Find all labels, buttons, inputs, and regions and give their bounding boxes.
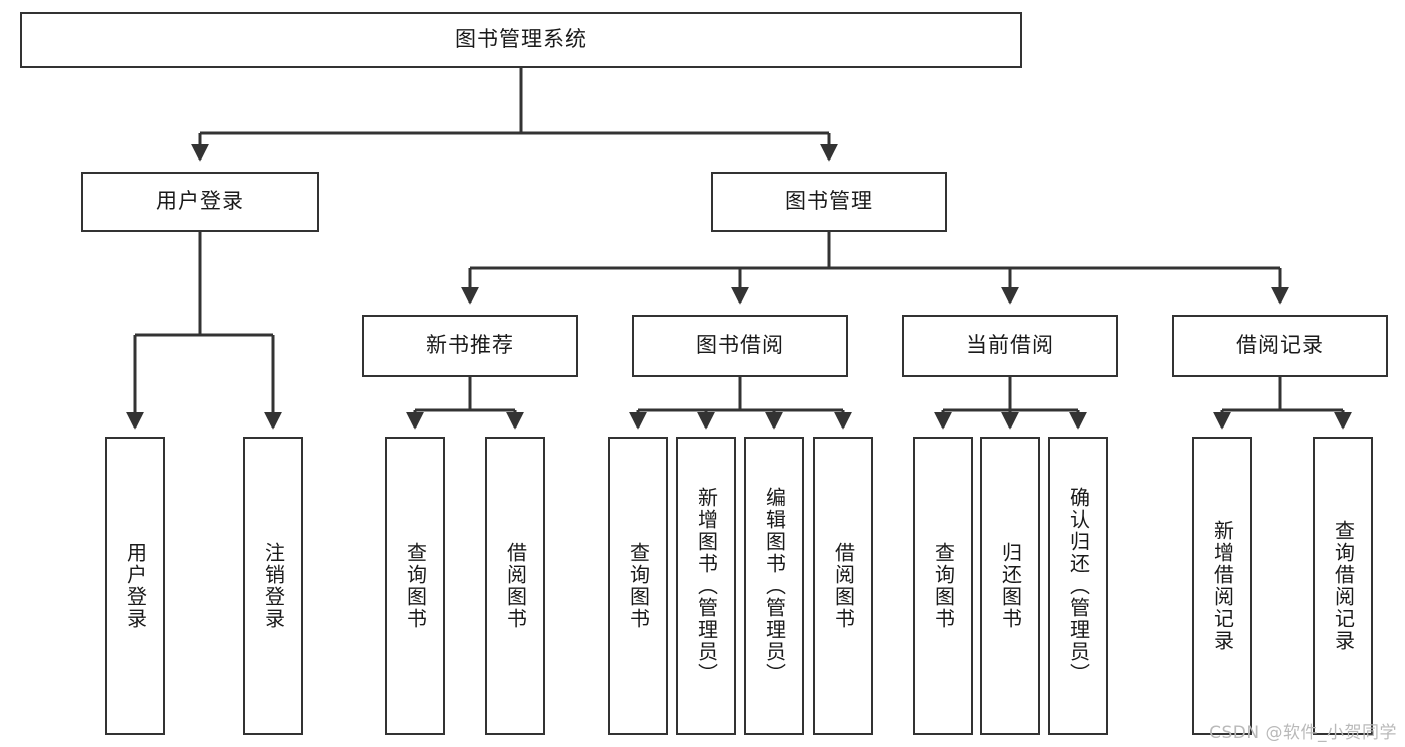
node-leaf-borrow-book-1-label: 借阅图书 (503, 542, 528, 630)
node-borrow-record-label: 借阅记录 (1236, 333, 1324, 358)
node-borrow-record[interactable]: 借阅记录 (1172, 315, 1388, 377)
node-leaf-add-record[interactable]: 新增借阅记录 (1192, 437, 1252, 735)
csdn-watermark: CSDN @软件_小贺同学 (1209, 723, 1397, 743)
node-root[interactable]: 图书管理系统 (20, 12, 1022, 68)
node-leaf-query-book-3-label: 查询图书 (931, 542, 956, 630)
node-leaf-query-book-2[interactable]: 查询图书 (608, 437, 668, 735)
node-leaf-confirm-return-label: 确认归还（管理员） (1066, 487, 1091, 685)
node-leaf-add-book-label: 新增图书（管理员） (694, 487, 719, 685)
node-leaf-query-book-1[interactable]: 查询图书 (385, 437, 445, 735)
node-leaf-user-login[interactable]: 用户登录 (105, 437, 165, 735)
node-leaf-return-book[interactable]: 归还图书 (980, 437, 1040, 735)
node-leaf-return-book-label: 归还图书 (998, 542, 1023, 630)
node-root-label: 图书管理系统 (455, 27, 587, 52)
node-current-borrow-label: 当前借阅 (966, 333, 1054, 358)
node-book-borrow[interactable]: 图书借阅 (632, 315, 848, 377)
node-leaf-borrow-book-2-label: 借阅图书 (831, 542, 856, 630)
node-leaf-query-record-label: 查询借阅记录 (1331, 520, 1356, 652)
node-leaf-add-record-label: 新增借阅记录 (1210, 520, 1235, 652)
node-leaf-logout-login-label: 注销登录 (261, 542, 286, 630)
node-leaf-query-book-3[interactable]: 查询图书 (913, 437, 973, 735)
node-leaf-edit-book-label: 编辑图书（管理员） (762, 487, 787, 685)
node-leaf-borrow-book-2[interactable]: 借阅图书 (813, 437, 873, 735)
node-user-login[interactable]: 用户登录 (81, 172, 319, 232)
node-user-login-label: 用户登录 (156, 189, 244, 214)
node-leaf-confirm-return[interactable]: 确认归还（管理员） (1048, 437, 1108, 735)
node-leaf-add-book[interactable]: 新增图书（管理员） (676, 437, 736, 735)
node-book-management[interactable]: 图书管理 (711, 172, 947, 232)
node-leaf-borrow-book-1[interactable]: 借阅图书 (485, 437, 545, 735)
node-leaf-query-book-1-label: 查询图书 (403, 542, 428, 630)
node-leaf-query-book-2-label: 查询图书 (626, 542, 651, 630)
node-new-book-recommend-label: 新书推荐 (426, 333, 514, 358)
node-book-borrow-label: 图书借阅 (696, 333, 784, 358)
node-book-management-label: 图书管理 (785, 189, 873, 214)
node-current-borrow[interactable]: 当前借阅 (902, 315, 1118, 377)
node-leaf-logout-login[interactable]: 注销登录 (243, 437, 303, 735)
node-new-book-recommend[interactable]: 新书推荐 (362, 315, 578, 377)
node-leaf-user-login-label: 用户登录 (123, 542, 148, 630)
node-leaf-edit-book[interactable]: 编辑图书（管理员） (744, 437, 804, 735)
node-leaf-query-record[interactable]: 查询借阅记录 (1313, 437, 1373, 735)
